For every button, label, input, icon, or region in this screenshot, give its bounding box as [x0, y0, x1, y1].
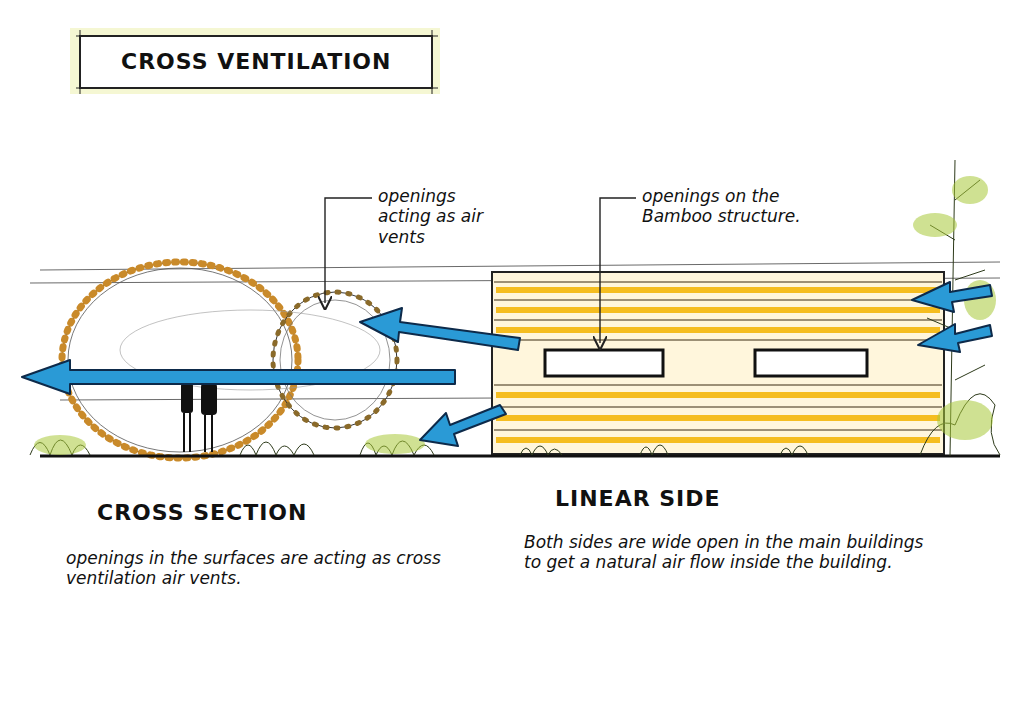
description-note: openings in the surfaces are acting as c…	[66, 548, 446, 589]
description-note: Both sides are wide open in the main bui…	[524, 532, 944, 573]
foliage	[34, 176, 996, 455]
cross-section-shell	[62, 262, 397, 458]
callout-note: openings on the Bamboo structure.	[642, 186, 802, 227]
callout-note: openings acting as air vents	[378, 186, 508, 247]
title-frame	[70, 28, 440, 94]
bamboo-building	[492, 272, 944, 454]
section-heading: CROSS SECTION	[97, 500, 307, 526]
title-text: CROSS VENTILATION	[121, 49, 391, 75]
section-heading: LINEAR SIDE	[555, 486, 721, 512]
airflow-arrows	[22, 282, 992, 446]
vegetation	[30, 160, 1000, 456]
